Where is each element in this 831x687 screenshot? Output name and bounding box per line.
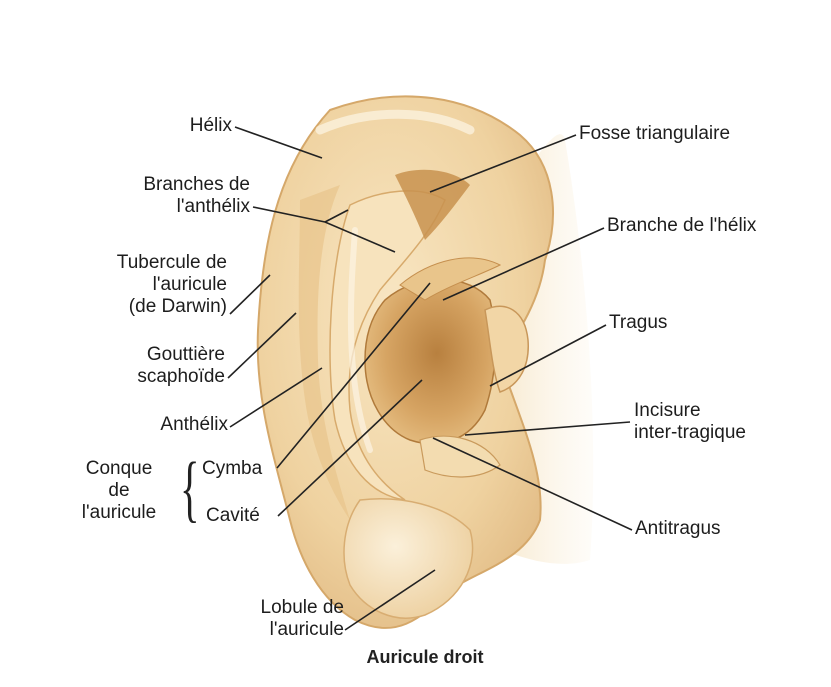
label-gouttiere-line2: scaphoïde xyxy=(80,366,225,388)
label-branches-anthelix-line1: Branches de xyxy=(70,174,250,196)
label-gouttiere-line1: Gouttière xyxy=(80,344,225,366)
label-lobule-line1: Lobule de xyxy=(220,597,344,619)
label-conque-line2: de xyxy=(60,480,178,502)
label-branche-helix-text: Branche de l'hélix xyxy=(607,215,756,236)
label-fosse-triangulaire-text: Fosse triangulaire xyxy=(579,123,730,144)
label-anthelix: Anthélix xyxy=(100,414,228,436)
label-branches-anthelix: Branches de l'anthélix xyxy=(70,174,250,218)
concha-bowl xyxy=(365,279,495,443)
label-branche-helix: Branche de l'hélix xyxy=(607,215,756,237)
label-tragus-text: Tragus xyxy=(609,312,667,333)
label-incisure: Incisure inter-tragique xyxy=(634,400,746,444)
label-cavite: Cavité xyxy=(206,505,260,527)
label-helix-text: Hélix xyxy=(190,115,232,136)
figure-caption-text: Auricule droit xyxy=(366,647,483,667)
label-branches-anthelix-line2: l'anthélix xyxy=(70,196,250,218)
label-tragus: Tragus xyxy=(609,312,667,334)
label-tubercule-line3: (de Darwin) xyxy=(60,296,227,318)
label-lobule: Lobule de l'auricule xyxy=(220,597,344,641)
label-incisure-line2: inter-tragique xyxy=(634,422,746,444)
label-fosse-triangulaire: Fosse triangulaire xyxy=(579,123,730,145)
label-tubercule: Tubercule de l'auricule (de Darwin) xyxy=(60,252,227,318)
label-tubercule-line1: Tubercule de xyxy=(60,252,227,274)
label-conque-line1: Conque xyxy=(60,458,178,480)
label-helix: Hélix xyxy=(150,115,232,137)
label-tubercule-line2: l'auricule xyxy=(60,274,227,296)
label-cymba-text: Cymba xyxy=(202,458,262,479)
lobule xyxy=(344,499,473,618)
label-cavite-text: Cavité xyxy=(206,505,260,526)
label-conque-line3: l'auricule xyxy=(60,502,178,524)
figure-caption: Auricule droit xyxy=(340,646,510,668)
label-conque: Conque de l'auricule xyxy=(60,458,178,524)
label-antitragus-text: Antitragus xyxy=(635,518,721,539)
label-antitragus: Antitragus xyxy=(635,518,721,540)
conque-brace: { xyxy=(180,452,200,526)
label-incisure-line1: Incisure xyxy=(634,400,746,422)
label-gouttiere: Gouttière scaphoïde xyxy=(80,344,225,388)
label-anthelix-text: Anthélix xyxy=(160,414,228,435)
label-cymba: Cymba xyxy=(202,458,262,480)
label-lobule-line2: l'auricule xyxy=(220,619,344,641)
